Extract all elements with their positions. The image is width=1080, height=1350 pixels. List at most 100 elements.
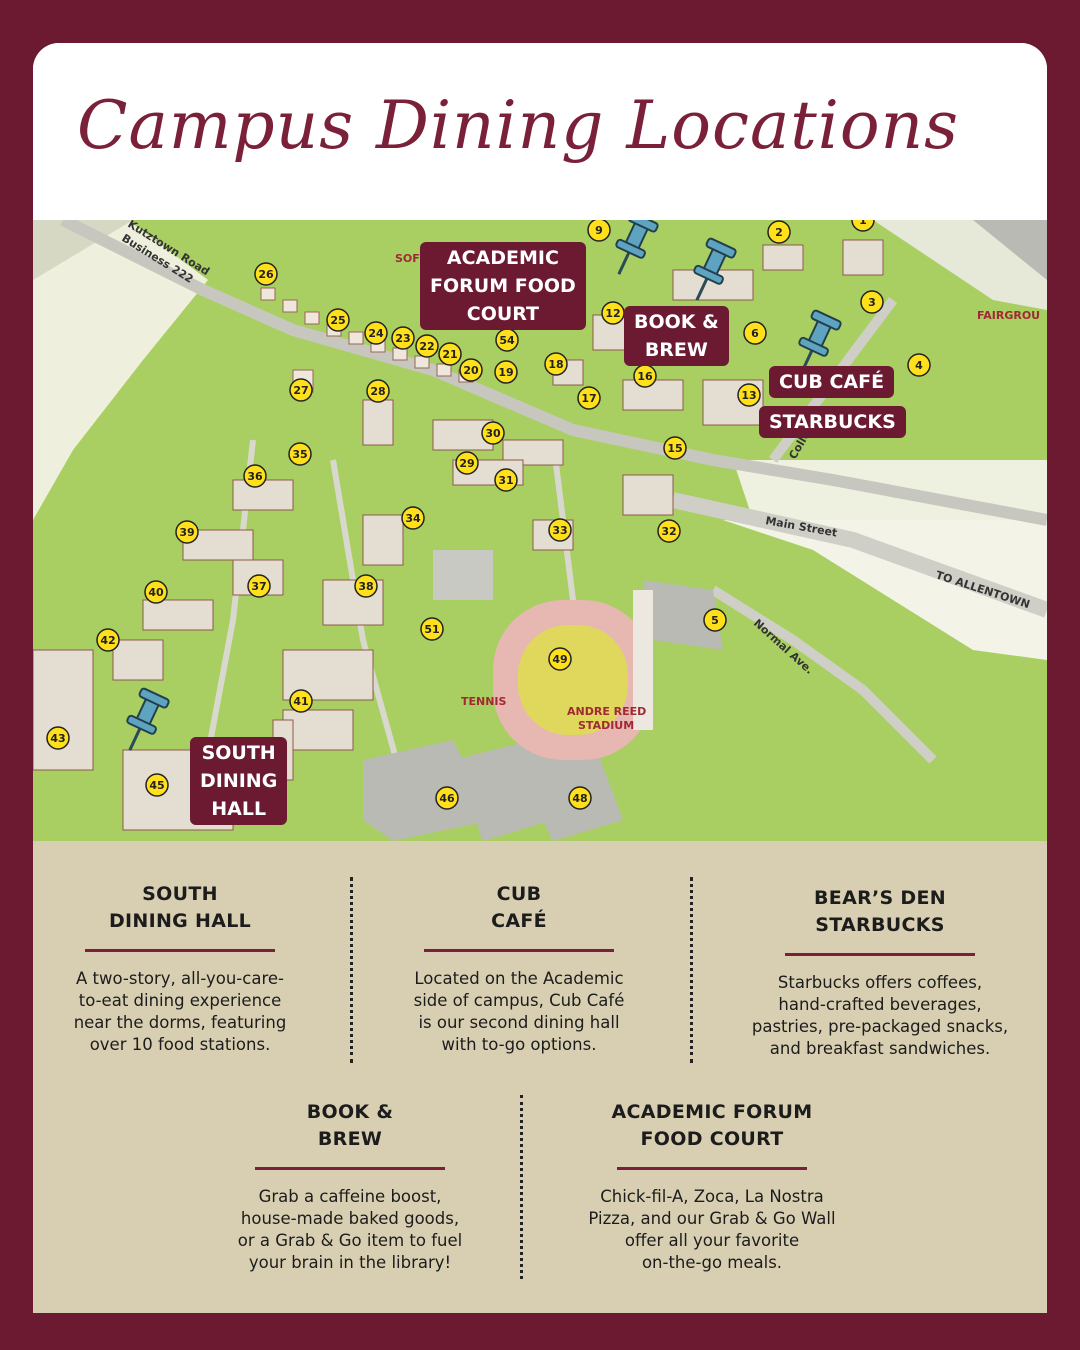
kutztown-road-line [60, 220, 1047, 526]
marker-circle [326, 308, 350, 332]
marker-circle [435, 786, 459, 810]
marker-number: 5 [711, 614, 719, 627]
callout-starbucks: STARBUCKS [759, 406, 906, 438]
building-marker: 40 [144, 580, 168, 604]
marker-circle [364, 321, 388, 345]
title-rule [85, 949, 275, 952]
marker-circle [366, 379, 390, 403]
building-marker: 39 [175, 520, 199, 544]
callout-cub-cafe: CUB CAFÉ [769, 366, 895, 398]
marker-circle [401, 506, 425, 530]
building-marker: 54 [495, 328, 519, 352]
marker-number: 6 [751, 327, 759, 340]
marker-circle [568, 786, 592, 810]
building-marker: 17 [577, 386, 601, 410]
marker-number: 17 [581, 392, 596, 405]
marker-number: 27 [293, 384, 308, 397]
marker-circle [907, 353, 931, 377]
building-marker: 2 [767, 220, 791, 244]
building-marker: 20 [459, 358, 483, 382]
building-marker: 4 [907, 353, 931, 377]
location-description: A two-story, all-you-care-to-eat dining … [73, 969, 287, 1054]
marker-number: 2 [775, 226, 783, 239]
building-marker: 12 [601, 301, 625, 325]
poster-card: Campus Dining Locations [33, 43, 1047, 1313]
marker-circle [354, 574, 378, 598]
marker-circle [494, 360, 518, 384]
marker-circle [459, 358, 483, 382]
marker-circle [851, 220, 875, 232]
pushpin-icon [615, 220, 659, 275]
marker-number: 12 [605, 307, 620, 320]
building-marker: 35 [288, 442, 312, 466]
building-marker: 22 [415, 334, 439, 358]
marker-number: 15 [667, 442, 682, 455]
marker-number: 40 [148, 586, 164, 599]
marker-circle [415, 334, 439, 358]
building-marker: 21 [438, 342, 462, 366]
marker-number: 25 [330, 314, 345, 327]
marker-circle [288, 442, 312, 466]
open-field-northwest [33, 220, 208, 520]
marker-number: 23 [395, 332, 410, 345]
marker-number: 18 [548, 358, 563, 371]
marker-number: 48 [572, 792, 587, 805]
building-marker: 13 [737, 383, 761, 407]
building-marker: 15 [663, 436, 687, 460]
pushpin-icon [126, 687, 170, 751]
divider [520, 1095, 523, 1279]
marker-circle [254, 262, 278, 286]
marker-circle [96, 628, 120, 652]
map-label-fairgrounds: FAIRGROU [977, 309, 1040, 322]
pushpin-icon [798, 309, 842, 373]
building-marker: 16 [633, 364, 657, 388]
marker-circle [703, 608, 727, 632]
building-marker: 3 [860, 290, 884, 314]
building-marker: 23 [391, 326, 415, 350]
building-marker: 31 [494, 468, 518, 492]
marker-number: 20 [463, 364, 479, 377]
building-marker: 30 [481, 421, 505, 445]
campus-map: SOFTB FAIRGROU TENNIS ANDRE REED STADIUM… [33, 220, 1047, 841]
marker-circle [144, 580, 168, 604]
location-description: Starbucks offers coffees,hand-crafted be… [751, 973, 1009, 1058]
building-marker: 37 [247, 574, 271, 598]
building-marker: 19 [494, 360, 518, 384]
marker-number: 30 [485, 427, 501, 440]
location-description: Grab a caffeine boost,house-made baked g… [237, 1187, 463, 1272]
building-marker: 28 [366, 379, 390, 403]
marker-number: 49 [552, 653, 567, 666]
marker-circle [657, 519, 681, 543]
marker-number: 1 [859, 220, 867, 227]
building-marker: 6 [743, 321, 767, 345]
marker-circle [243, 464, 267, 488]
marker-circle [548, 518, 572, 542]
marker-number: 9 [595, 224, 603, 237]
marker-circle [494, 468, 518, 492]
title-rule [424, 949, 614, 952]
marker-number: 37 [251, 580, 266, 593]
title-rule [785, 953, 975, 956]
marker-circle [289, 378, 313, 402]
building-marker: 38 [354, 574, 378, 598]
marker-number: 13 [741, 389, 756, 402]
marker-circle [767, 220, 791, 244]
marker-number: 46 [439, 792, 455, 805]
marker-number: 16 [637, 370, 653, 383]
marker-circle [145, 773, 169, 797]
parking-lots [363, 220, 1047, 841]
marker-circle [438, 342, 462, 366]
title-band: Campus Dining Locations [33, 43, 1047, 220]
marker-circle [391, 326, 415, 350]
marker-number: 43 [50, 732, 65, 745]
location-title: BOOK &BREW [306, 1101, 394, 1150]
building-marker: 1 [851, 220, 875, 232]
marker-circle [544, 352, 568, 376]
marker-circle [663, 436, 687, 460]
marker-circle [289, 689, 313, 713]
